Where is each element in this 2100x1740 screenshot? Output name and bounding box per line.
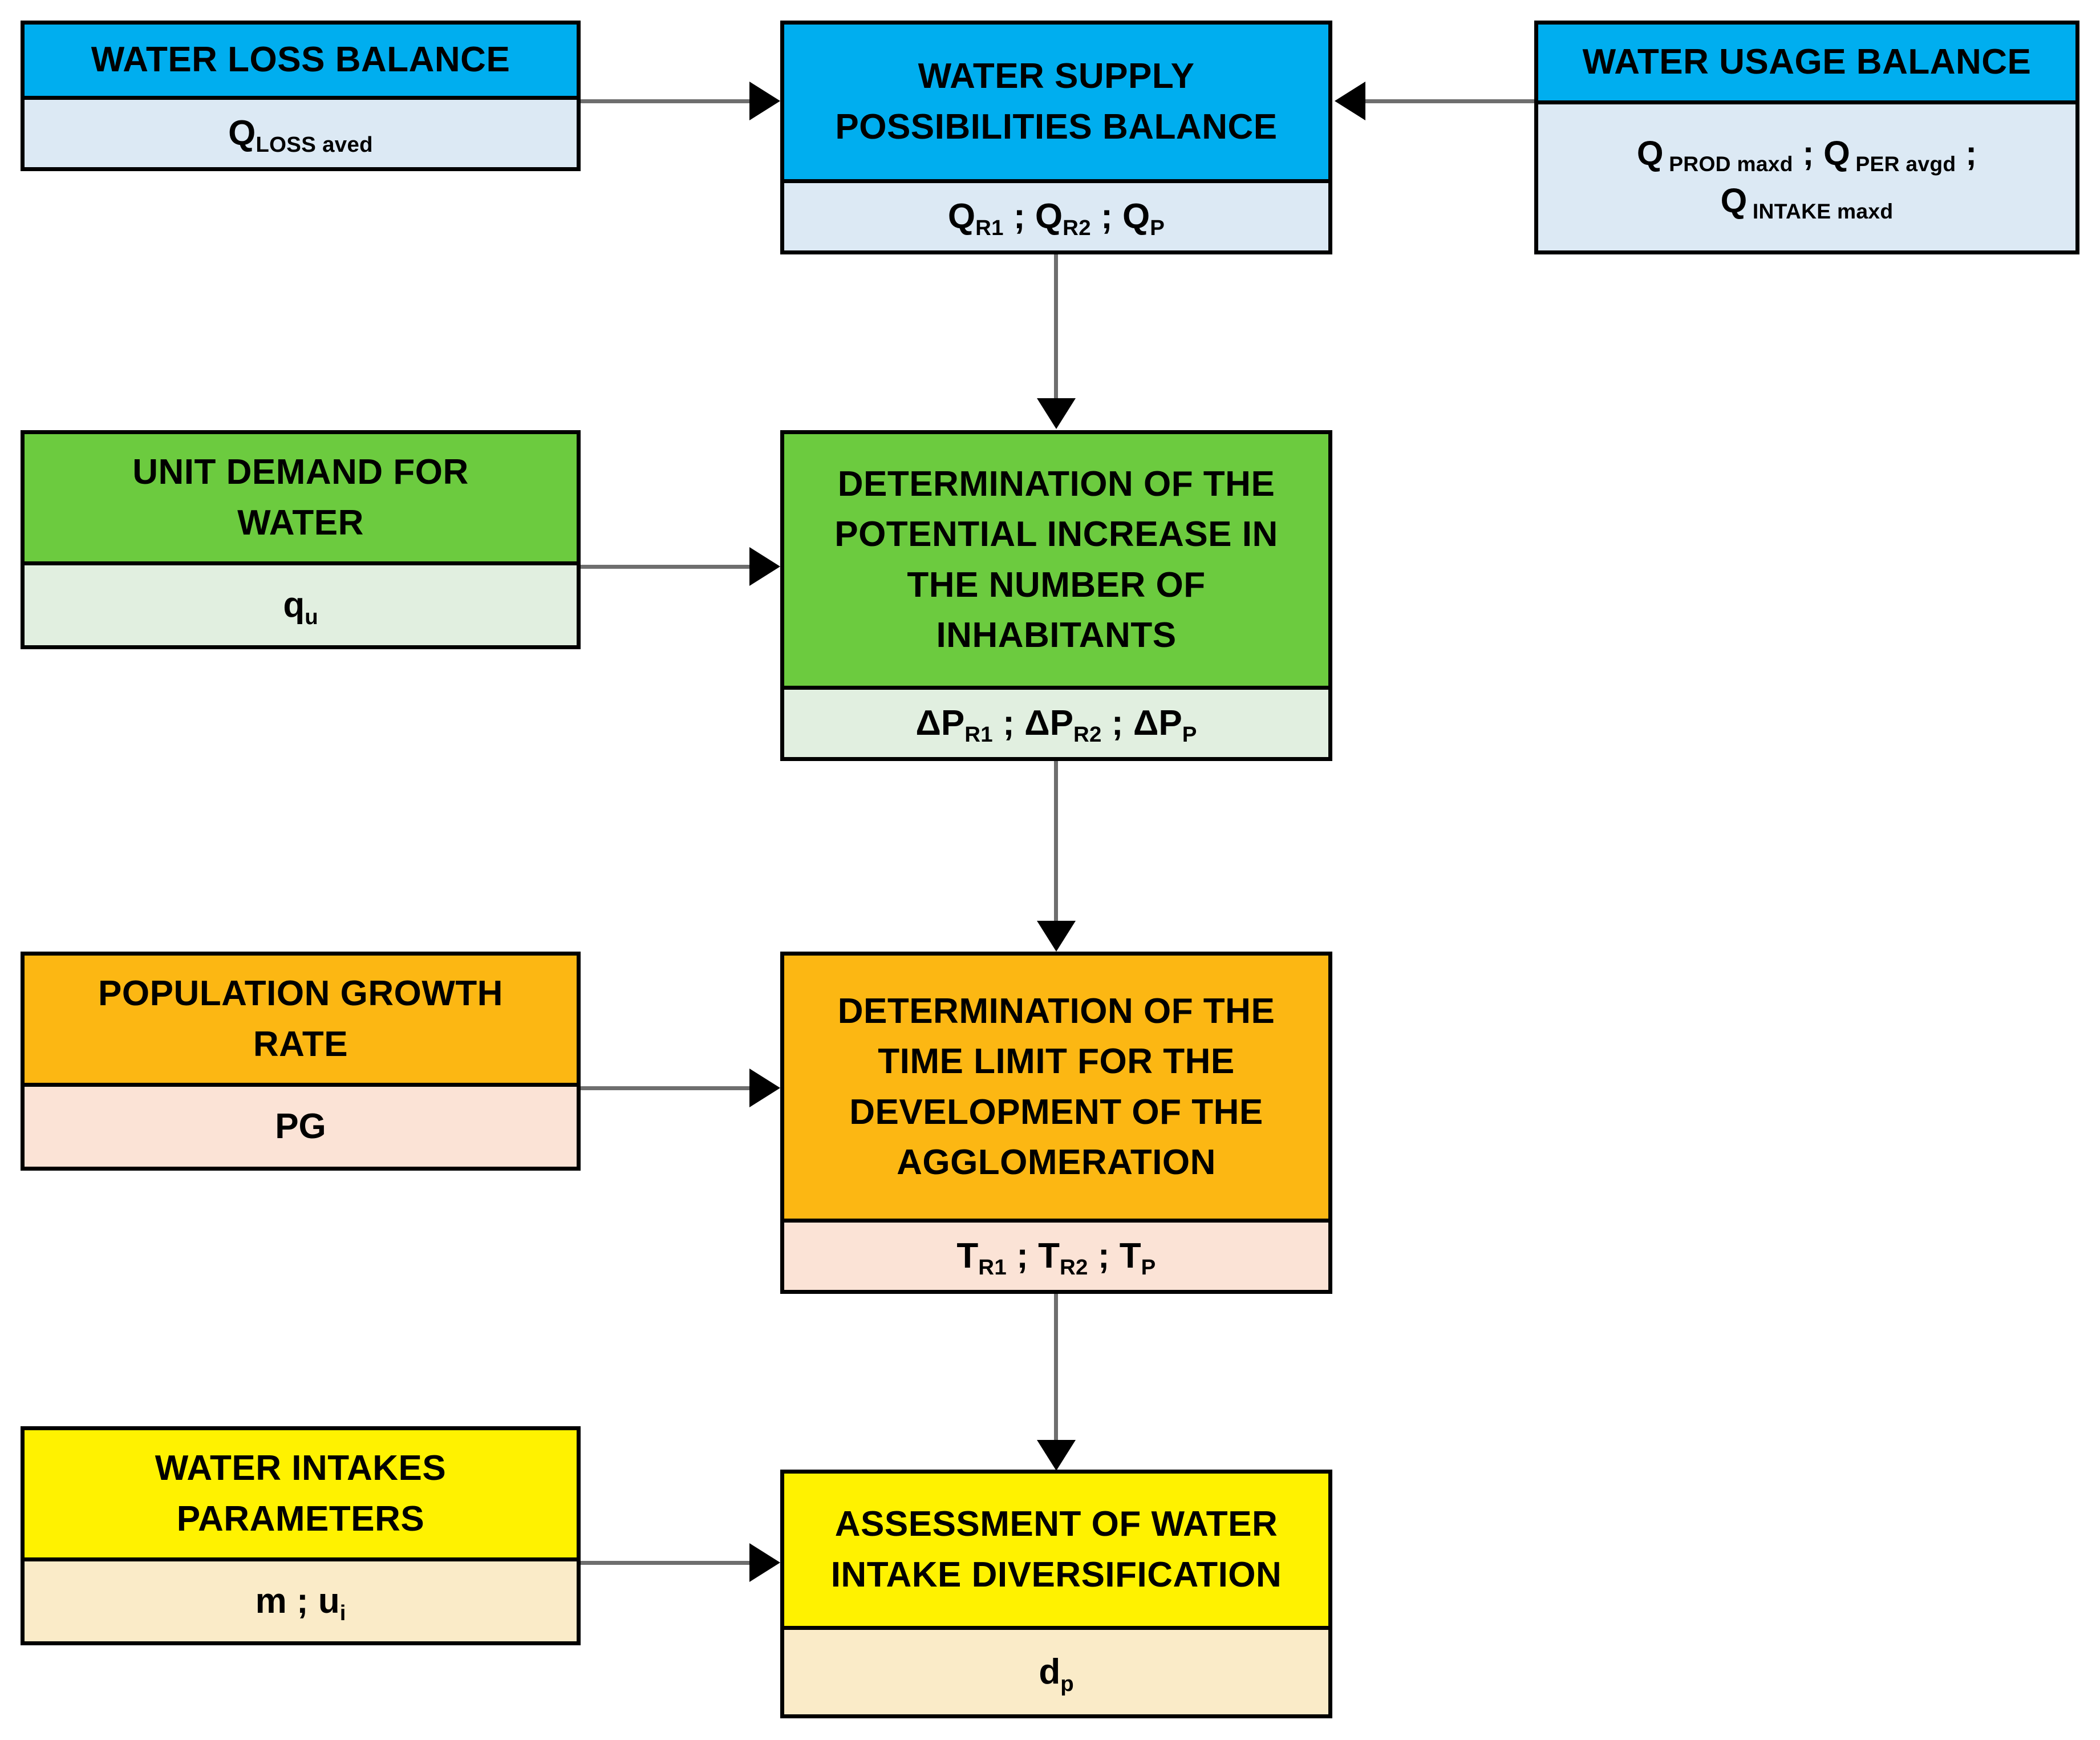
- connector-growth-rate-to-time-limit-line: [581, 1086, 749, 1090]
- node-water-supply-title: WATER SUPPLY POSSIBILITIES BALANCE: [784, 25, 1328, 183]
- node-water-intakes-parameters[interactable]: WATER INTAKES PARAMETERS m ; ui: [21, 1426, 581, 1645]
- node-potential-increase-symbols: ΔPR1 ; ΔPR2 ; ΔPP: [784, 690, 1328, 757]
- node-unit-demand-title: UNIT DEMAND FOR WATER: [25, 434, 577, 565]
- connector-intakes-params-to-diversification-arrowhead: [749, 1543, 780, 1582]
- connector-time-limit-to-diversification-arrowhead: [1037, 1440, 1076, 1471]
- node-water-loss-balance-title: WATER LOSS BALANCE: [25, 25, 577, 100]
- connector-supply-to-inhabitants-arrowhead: [1037, 398, 1076, 429]
- connector-intakes-params-to-diversification-line: [581, 1561, 749, 1565]
- node-water-intake-diversification-title: ASSESSMENT OF WATER INTAKE DIVERSIFICATI…: [784, 1474, 1328, 1630]
- node-unit-demand-for-water[interactable]: UNIT DEMAND FOR WATER qu: [21, 430, 581, 649]
- node-water-supply-possibilities-balance[interactable]: WATER SUPPLY POSSIBILITIES BALANCE QR1 ;…: [780, 21, 1332, 254]
- node-water-loss-balance-symbols: QLOSS aved: [25, 100, 577, 167]
- node-water-intake-diversification[interactable]: ASSESSMENT OF WATER INTAKE DIVERSIFICATI…: [780, 1470, 1332, 1718]
- node-water-usage-title: WATER USAGE BALANCE: [1538, 25, 2075, 104]
- node-water-intakes-parameters-title: WATER INTAKES PARAMETERS: [25, 1430, 577, 1561]
- connector-inhabitants-to-time-limit-arrowhead: [1037, 921, 1076, 952]
- node-time-limit-symbols: TR1 ; TR2 ; TP: [784, 1223, 1328, 1290]
- connector-usage-to-supply-arrowhead: [1335, 82, 1365, 120]
- node-population-growth-rate[interactable]: POPULATION GROWTH RATE PG: [21, 952, 581, 1171]
- connector-unit-demand-to-inhabitants-arrowhead: [749, 547, 780, 586]
- node-population-growth-rate-title: POPULATION GROWTH RATE: [25, 956, 577, 1087]
- connector-loss-to-supply-arrowhead: [749, 82, 780, 120]
- connector-time-limit-to-diversification-line: [1054, 1294, 1058, 1440]
- node-water-intake-diversification-symbols: dp: [784, 1630, 1328, 1714]
- node-time-limit-title: DETERMINATION OF THE TIME LIMIT FOR THE …: [784, 956, 1328, 1223]
- node-potential-increase-title: DETERMINATION OF THE POTENTIAL INCREASE …: [784, 434, 1328, 690]
- node-water-supply-symbols: QR1 ; QR2 ; QP: [784, 183, 1328, 250]
- node-unit-demand-symbols: qu: [25, 565, 577, 645]
- connector-growth-rate-to-time-limit-arrowhead: [749, 1069, 780, 1107]
- connector-usage-to-supply-line: [1365, 99, 1534, 103]
- node-potential-increase-inhabitants[interactable]: DETERMINATION OF THE POTENTIAL INCREASE …: [780, 430, 1332, 761]
- node-water-loss-balance[interactable]: WATER LOSS BALANCE QLOSS aved: [21, 21, 581, 171]
- connector-supply-to-inhabitants-line: [1054, 254, 1058, 398]
- connector-loss-to-supply-line: [581, 99, 749, 103]
- connector-unit-demand-to-inhabitants-line: [581, 565, 749, 569]
- node-water-intakes-parameters-symbols: m ; ui: [25, 1561, 577, 1641]
- connector-inhabitants-to-time-limit-line: [1054, 761, 1058, 921]
- node-population-growth-rate-symbols: PG: [25, 1087, 577, 1167]
- node-time-limit-development[interactable]: DETERMINATION OF THE TIME LIMIT FOR THE …: [780, 952, 1332, 1294]
